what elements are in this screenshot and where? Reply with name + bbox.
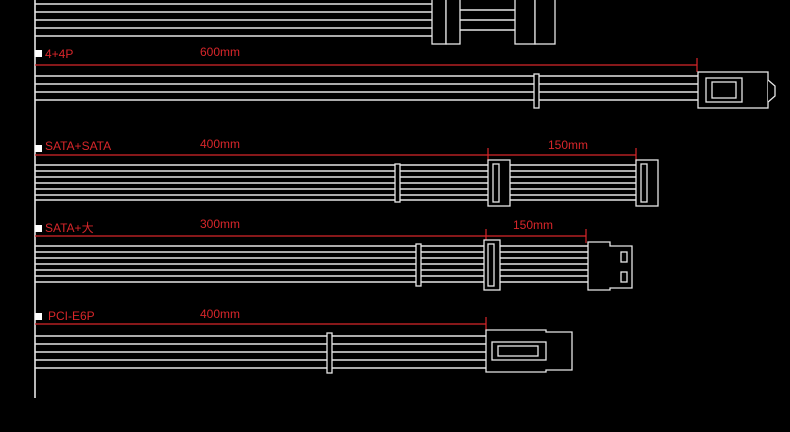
cable-4p4p-length: 600mm	[200, 45, 240, 59]
cable-sata-sata-wires	[35, 164, 655, 201]
cable-sata-sata-clip	[394, 163, 401, 203]
cable-sata-molex-wires	[35, 245, 590, 283]
cable-pcie6p-length: 400mm	[200, 307, 240, 321]
cable-top-connector-c	[514, 0, 536, 45]
cable-pcie6p-wires	[35, 335, 490, 369]
cable-top-partial	[35, 0, 556, 45]
cable-top-connector-b	[445, 0, 461, 45]
cable-4p4p-label: 4+4P	[45, 47, 73, 61]
cable-top-connector-d	[534, 0, 556, 45]
cable-top-wires	[35, 3, 515, 37]
cable-pcie6p-clip	[326, 332, 333, 374]
cable-4p4p-wires	[35, 75, 700, 101]
cable-sata-molex: SATA+大 300mm 150mm	[35, 217, 633, 291]
cable-sata-sata-connector-2	[635, 159, 659, 207]
cable-sata-molex-molex-connector	[587, 241, 633, 291]
cable-4p4p-clip	[533, 73, 540, 109]
cable-sata-molex-length-1: 300mm	[200, 217, 240, 231]
cable-sata-molex-sata-connector	[483, 239, 501, 291]
cable-pcie6p-marker	[35, 313, 42, 320]
cable-pcie6p-label: PCI-E6P	[48, 309, 95, 323]
cable-4p4p-marker	[35, 50, 42, 57]
cable-pcie6p-connector	[485, 329, 573, 373]
cable-4p4p: 4+4P 600mm	[35, 45, 776, 109]
cable-sata-molex-marker	[35, 225, 42, 232]
cable-top-connector-a	[431, 0, 447, 45]
cable-sata-molex-clip	[415, 243, 422, 287]
cable-pcie6p: PCI-E6P 400mm	[35, 307, 573, 374]
cable-sata-sata-connector-1	[487, 159, 511, 207]
cable-sata-sata-label: SATA+SATA	[45, 139, 111, 153]
cable-sata-sata: SATA+SATA 400mm 150mm	[35, 137, 659, 207]
cable-sata-sata-marker	[35, 145, 42, 152]
cable-sata-sata-length-2: 150mm	[548, 138, 588, 152]
cable-sata-molex-label: SATA+大	[45, 221, 94, 235]
cable-4p4p-connector	[697, 71, 776, 109]
cable-sata-sata-length-1: 400mm	[200, 137, 240, 151]
cable-sata-molex-length-2: 150mm	[513, 218, 553, 232]
